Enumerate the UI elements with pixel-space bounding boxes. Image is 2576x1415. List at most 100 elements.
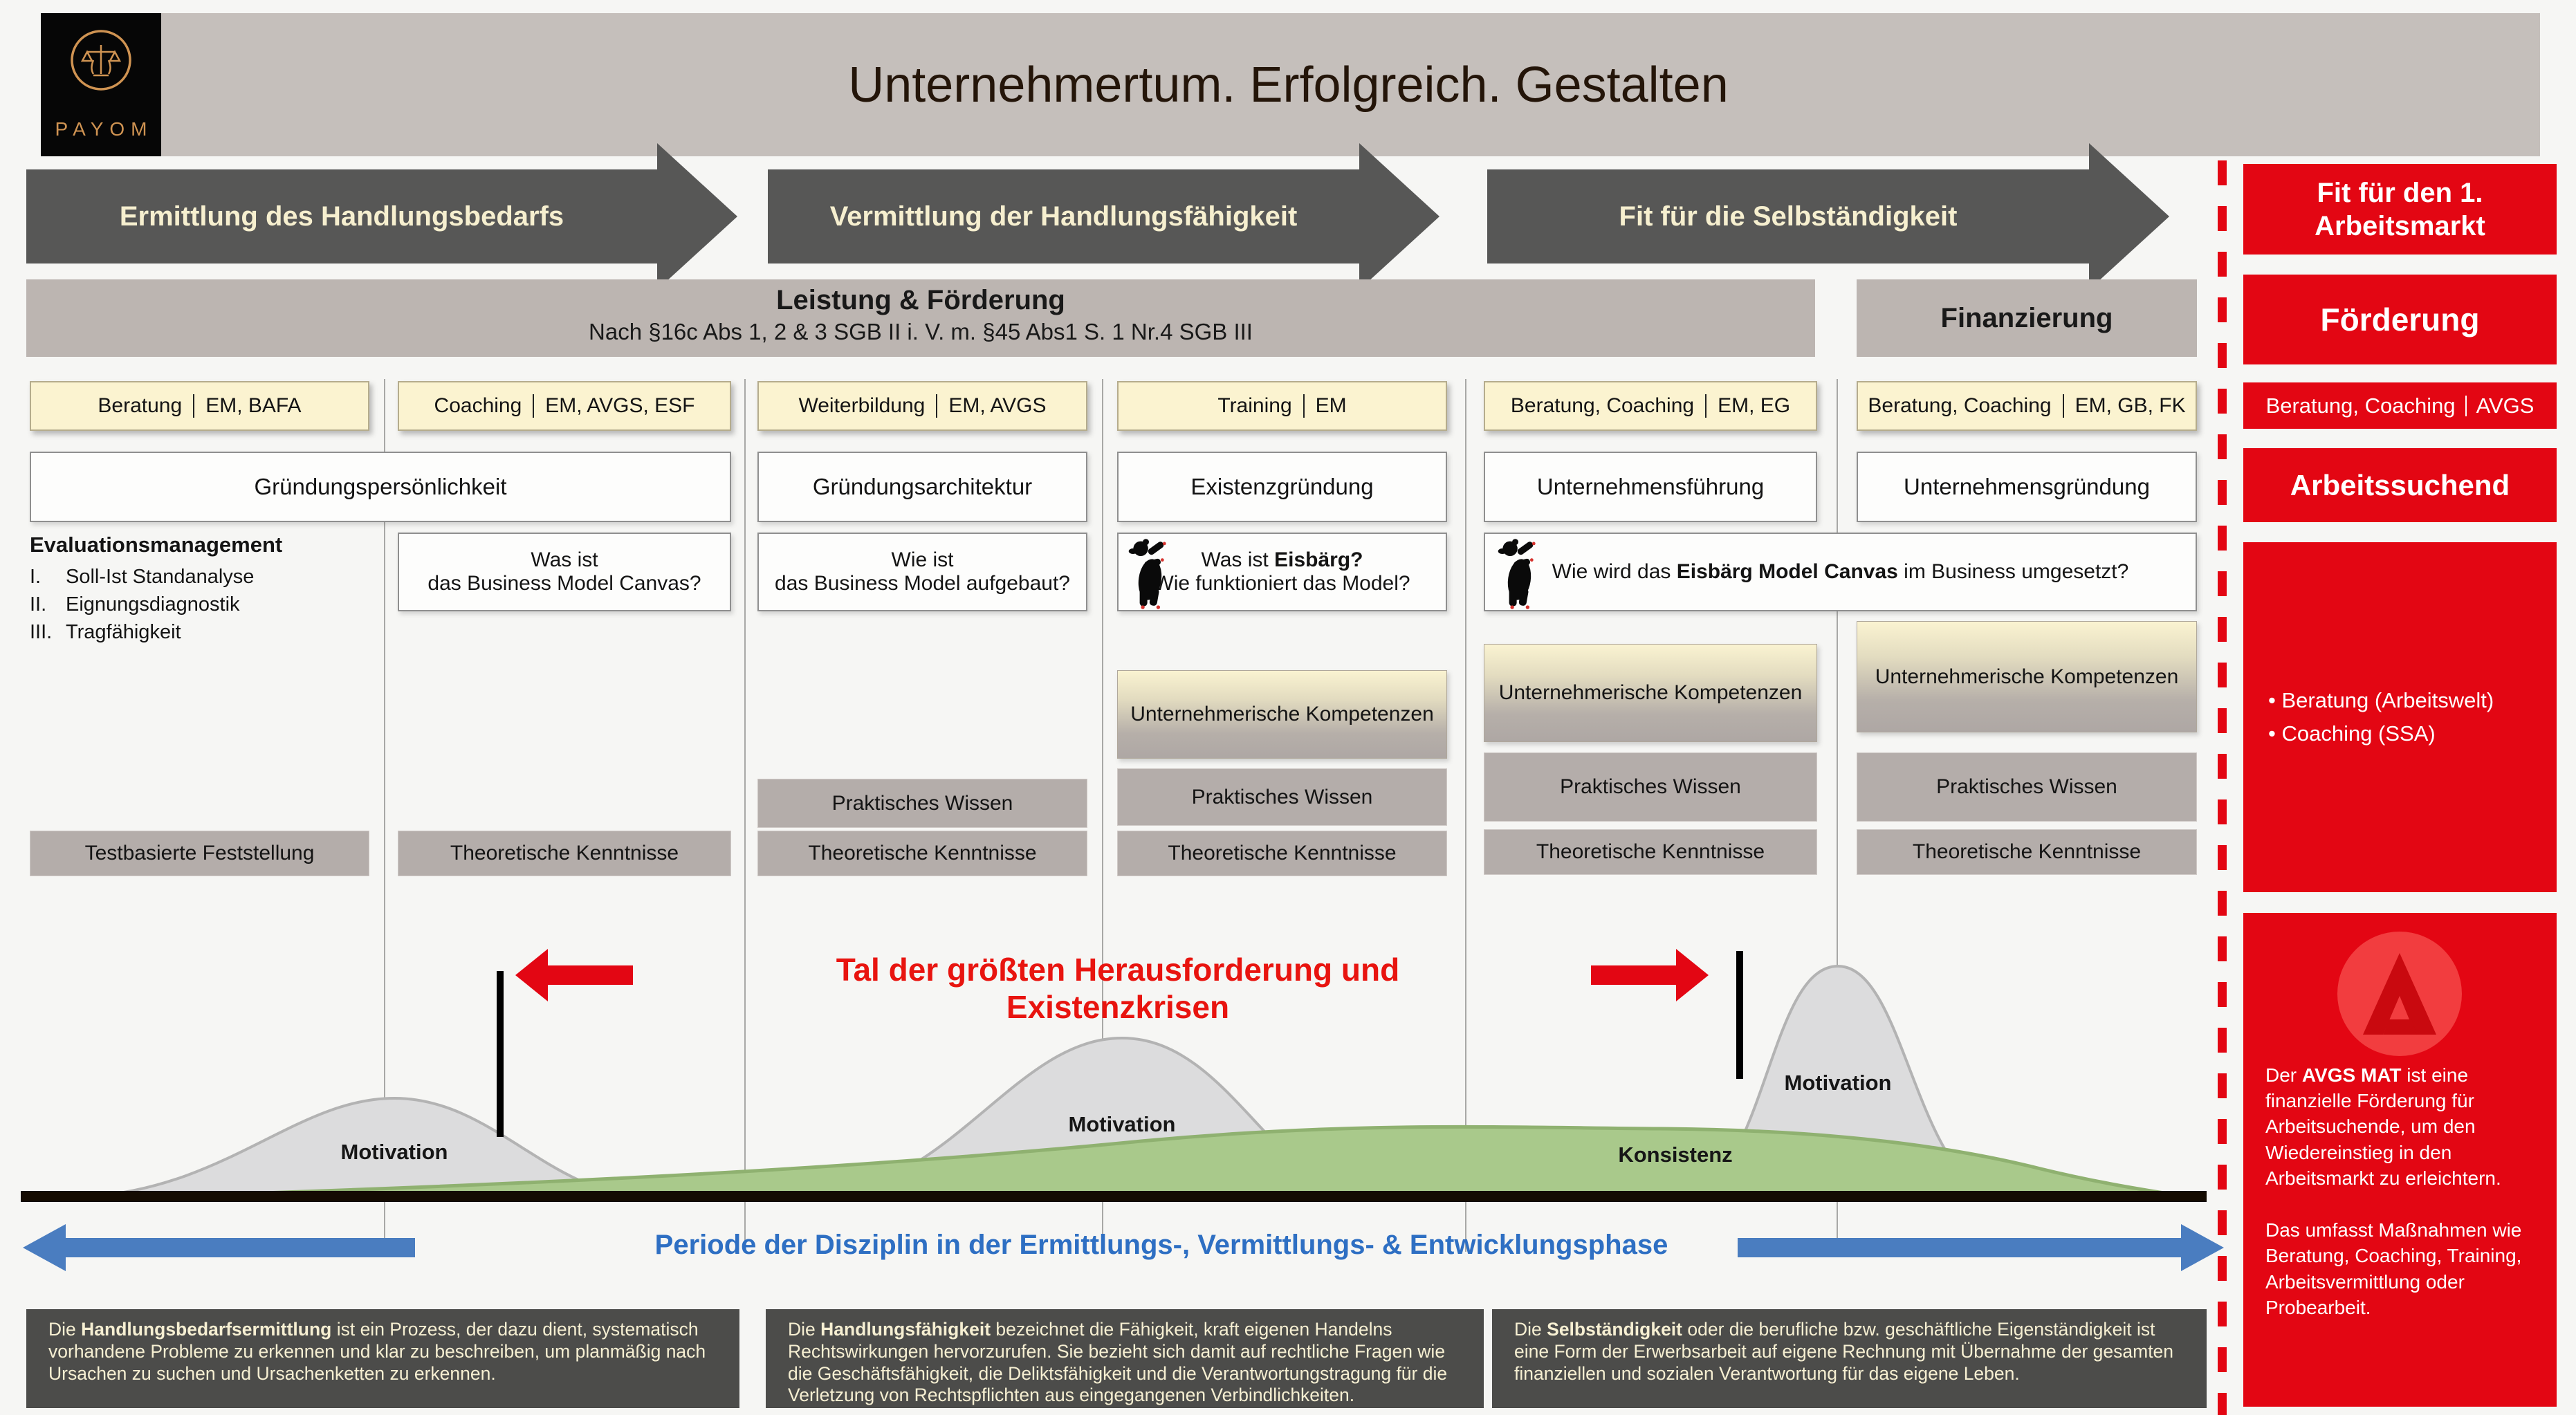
motivation-label: Motivation <box>1068 1112 1176 1136</box>
topic-label: Unternehmensführung <box>1536 474 1765 499</box>
evaluation-title: Evaluationsmanagement <box>30 533 283 557</box>
theoretische-kenntnisse-box: Theoretische Kenntnisse <box>1117 831 1447 876</box>
avgs-paragraph: Der AVGS MAT ist eine finanzielle Förder… <box>2265 1062 2537 1191</box>
question-line: Wie funktioniert das Model? <box>1154 572 1410 595</box>
item-numeral: III. <box>30 621 53 644</box>
text-segment: Die <box>788 1319 821 1340</box>
tag-codes: AVGS <box>2476 393 2534 418</box>
definition-handlungsbedarfsermittlung: Die Handlungsbedarfsermittlung ist ein P… <box>26 1309 739 1408</box>
phase-arrow-3: Fit für die Selbständigkeit <box>1487 169 2089 263</box>
header-band: Unternehmertum. Erfolgreich. Gestalten <box>161 13 2540 156</box>
text-segment: Die <box>48 1319 82 1340</box>
topic-label: Gründungsarchitektur <box>812 474 1033 499</box>
topic-unternehmensfuehrung: Unternehmensführung <box>1484 452 1817 522</box>
phase-arrow-2-head-icon <box>1359 143 1439 290</box>
kompetenzen-box-gruendung: Unternehmerische Kompetenzen <box>1857 621 2197 732</box>
text-segment: Periode der <box>654 1230 815 1260</box>
text-segment-bold: Eisbärg Model Canvas <box>1676 560 1898 583</box>
praktisches-wissen-box: Praktisches Wissen <box>1484 752 1817 822</box>
sidebar-tag-avgs: Beratung, Coaching AVGS <box>2243 382 2557 429</box>
band-subtitle: Nach §16c Abs 1, 2 & 3 SGB II i. V. m. §… <box>589 319 1253 344</box>
tag-codes: EM, EG <box>1718 394 1791 417</box>
text-segment-bold: Eisbärg? <box>1274 548 1363 571</box>
column-separator <box>384 379 385 1252</box>
tag-codes: EM <box>1315 394 1347 417</box>
stack-label: Testbasierte Feststellung <box>84 842 315 864</box>
phase-arrow-3-head-icon <box>2089 143 2169 290</box>
theoretische-kenntnisse-box: Theoretische Kenntnisse <box>757 831 1087 876</box>
tag-training: Training EM <box>1117 381 1447 431</box>
stack-label: Praktisches Wissen <box>1191 785 1373 808</box>
text-segment-bold: AVGS MAT <box>2301 1064 2402 1086</box>
phase-arrow-1-head-icon <box>657 143 737 290</box>
theoretische-kenntnisse-box: Theoretische Kenntnisse <box>1857 829 2197 875</box>
logo-wordmark: PAYOM <box>55 118 154 140</box>
stack-label: Praktisches Wissen <box>1936 775 2117 798</box>
sidebar-label: Arbeitssuchend <box>2290 468 2510 501</box>
phase-arrow-2: Vermittlung der Handlungsfähigkeit <box>768 169 1359 263</box>
phase-arrow-1: Ermittlung des Handlungsbedarfs <box>26 169 657 263</box>
topic-label: Unternehmensgründung <box>1904 474 2150 499</box>
phase-arrow-1-label: Ermittlung des Handlungsbedarfs <box>119 201 564 232</box>
divider-bar <box>2062 394 2064 418</box>
definition-handlungsfaehigkeit: Die Handlungsfähigkeit bezeichnet die Fä… <box>766 1309 1484 1408</box>
phase-arrow-3-label: Fit für die Selbständigkeit <box>1619 201 1958 232</box>
sidebar-bullet: Coaching (SSA) <box>2268 717 2557 750</box>
text-segment: Die <box>1514 1319 1547 1340</box>
konsistenz-edge <box>89 1125 2204 1201</box>
tag-label: Coaching <box>434 394 522 417</box>
valley-headline: Tal der größten Herausforderung und Exis… <box>736 951 1500 1026</box>
tag-label: Beratung, Coaching <box>1510 394 1695 417</box>
theoretische-kenntnisse-box: Theoretische Kenntnisse <box>1484 829 1817 875</box>
column-separator <box>1102 379 1103 1252</box>
konsistenz-area <box>90 1127 2203 1199</box>
stack-label: Unternehmerische Kompetenzen <box>1498 681 1803 704</box>
stack-label: Theoretische Kenntnisse <box>450 842 679 864</box>
text-segment-bold: Selbständigkeit <box>1547 1319 1682 1340</box>
tag-label: Training <box>1217 394 1292 417</box>
question-bmc: Was ist das Business Model Canvas? <box>398 533 731 611</box>
praktisches-wissen-box: Praktisches Wissen <box>757 779 1087 828</box>
berlin-bear-icon <box>1128 539 1166 609</box>
finanzierung-label: Finanzierung <box>1940 302 2113 333</box>
avgs-paragraph: Das umfasst Maßnahmen wie Beratung, Coac… <box>2265 1219 2522 1318</box>
stack-label: Theoretische Kenntnisse <box>808 842 1037 864</box>
red-arrow-right-icon <box>1591 949 1709 1001</box>
payom-scales-icon <box>71 30 131 91</box>
evaluation-item: III. Tragfähigkeit <box>30 618 376 646</box>
evaluation-item: I. Soll-Ist Standanalyse <box>30 563 376 591</box>
tag-codes: EM, AVGS <box>948 394 1047 417</box>
item-text: Soll-Ist Standanalyse <box>66 566 255 588</box>
question-line: Wie wird das Eisbärg Model Canvas im Bus… <box>1552 560 2129 584</box>
text-segment: bezeichnet die Fähigkeit, kraft eigenen … <box>788 1319 1448 1406</box>
praktisches-wissen-box: Praktisches Wissen <box>1857 752 2197 822</box>
definition-selbstaendigkeit: Die Selbständigkeit oder die berufliche … <box>1492 1309 2207 1408</box>
question-eisbaerg-canvas: Wie wird das Eisbärg Model Canvas im Bus… <box>1484 533 2197 611</box>
stack-label: Unternehmerische Kompetenzen <box>1875 665 2179 688</box>
sidebar-massnahmen-box: Beratung (Arbeitswelt) Coaching (SSA) <box>2243 542 2557 892</box>
red-dashed-divider <box>2218 160 2227 1415</box>
page-title: Unternehmertum. Erfolgreich. Gestalten <box>848 57 1729 113</box>
motivation-bump-1 <box>89 1096 641 1198</box>
sidebar-fit-arbeitsmarkt: Fit für den 1. Arbeitsmarkt <box>2243 164 2557 255</box>
question-bm-aufbau: Wie ist das Business Model aufgebaut? <box>757 533 1087 611</box>
divider-bar <box>1303 394 1305 418</box>
logo-box: PAYOM <box>41 13 161 156</box>
sidebar-label: Fit für den 1. Arbeitsmarkt <box>2315 177 2485 241</box>
arbeitsagentur-logo-icon <box>2337 932 2462 1056</box>
text-segment: Wie wird das <box>1552 560 1677 583</box>
tag-label: Weiterbildung <box>798 394 926 417</box>
tag-label: Beratung, Coaching <box>2265 393 2456 418</box>
divider-bar <box>1705 394 1707 418</box>
stack-label: Theoretische Kenntnisse <box>1912 840 2142 863</box>
motivation-label: Motivation <box>1784 1071 1892 1095</box>
finanzierung-band: Finanzierung <box>1857 279 2197 357</box>
topic-gruendungspersoenlichkeit: Gründungspersönlichkeit <box>30 452 731 522</box>
column-separator <box>1465 379 1466 1252</box>
sidebar-bullet: Beratung (Arbeitswelt) <box>2268 684 2557 717</box>
question-line: Was ist Eisbärg? <box>1154 548 1410 572</box>
red-arrow-left-icon <box>515 949 633 1001</box>
text-segment: in der Ermittlungs-, Vermittlungs- & Ent… <box>928 1230 1668 1260</box>
